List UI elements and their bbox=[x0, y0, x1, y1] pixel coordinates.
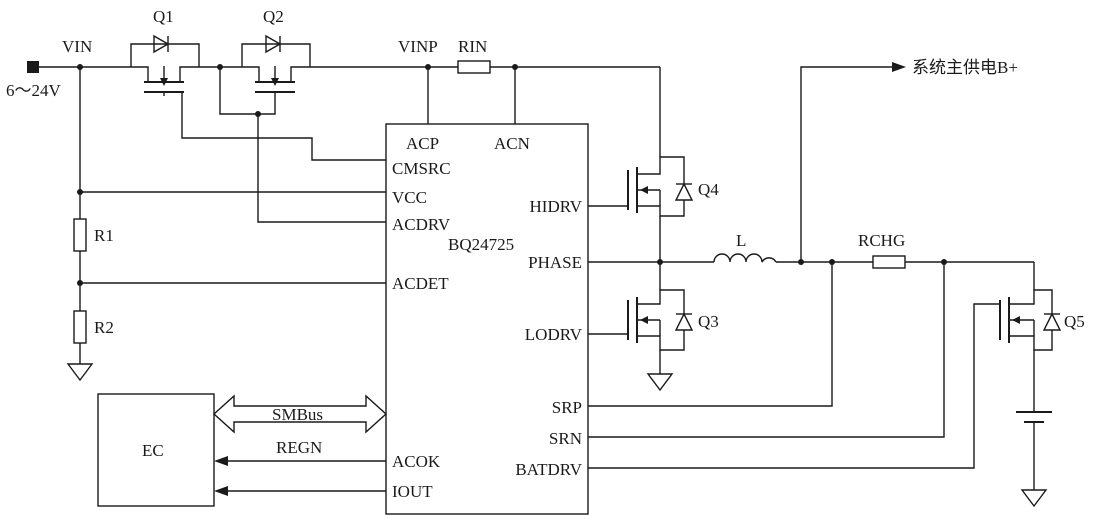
mosfet-q5 bbox=[999, 289, 1062, 351]
battery bbox=[1016, 411, 1052, 423]
resistor-rchg bbox=[872, 255, 906, 269]
label-system-supply: 系统主供电B+ bbox=[912, 58, 1018, 77]
label-regn: REGN bbox=[276, 438, 322, 457]
chip-bq24725 bbox=[385, 123, 589, 515]
pin-acp: ACP bbox=[406, 134, 439, 153]
ground-q3 bbox=[646, 373, 674, 392]
pin-srp: SRP bbox=[552, 398, 582, 417]
pin-iout: IOUT bbox=[392, 482, 433, 501]
inductor-l bbox=[713, 253, 777, 265]
label-vin: VIN bbox=[62, 37, 92, 56]
pin-acdrv: ACDRV bbox=[392, 215, 451, 234]
label-smbus: SMBus bbox=[272, 405, 323, 424]
pin-phase: PHASE bbox=[528, 253, 582, 272]
pin-srn: SRN bbox=[549, 429, 582, 448]
pin-cmsrc: CMSRC bbox=[392, 159, 451, 178]
resistor-rin bbox=[457, 60, 491, 74]
mosfet-q2 bbox=[241, 34, 311, 96]
input-terminal bbox=[27, 61, 39, 73]
resistor-r1 bbox=[73, 218, 87, 252]
mosfet-q4 bbox=[627, 156, 694, 217]
label-q1: Q1 bbox=[153, 7, 174, 26]
ground-battery bbox=[1020, 489, 1048, 508]
ground-left bbox=[66, 363, 94, 382]
label-rchg: RCHG bbox=[858, 231, 905, 250]
mosfet-q3 bbox=[627, 289, 694, 351]
label-q4: Q4 bbox=[698, 180, 719, 199]
resistor-r2 bbox=[73, 310, 87, 344]
label-q5: Q5 bbox=[1064, 312, 1085, 331]
label-r2: R2 bbox=[94, 318, 114, 337]
label-q3: Q3 bbox=[698, 312, 719, 331]
pin-hidrv: HIDRV bbox=[530, 197, 583, 216]
label-rin: RIN bbox=[458, 37, 487, 56]
label-ec: EC bbox=[142, 441, 164, 460]
label-vin-range: 6～24V bbox=[6, 81, 61, 100]
pin-acn: ACN bbox=[494, 134, 530, 153]
pin-lodrv: LODRV bbox=[525, 325, 583, 344]
pin-acok: ACOK bbox=[392, 452, 441, 471]
smbus-arrow bbox=[212, 394, 388, 434]
label-vinp: VINP bbox=[398, 37, 438, 56]
ec-block bbox=[97, 393, 215, 507]
pin-acdet: ACDET bbox=[392, 274, 449, 293]
chip-name: BQ24725 bbox=[448, 235, 514, 254]
label-q2: Q2 bbox=[263, 7, 284, 26]
label-l: L bbox=[736, 231, 746, 250]
mosfet-q1 bbox=[130, 34, 200, 96]
pin-vcc: VCC bbox=[392, 188, 427, 207]
pin-batdrv: BATDRV bbox=[515, 460, 582, 479]
label-r1: R1 bbox=[94, 226, 114, 245]
